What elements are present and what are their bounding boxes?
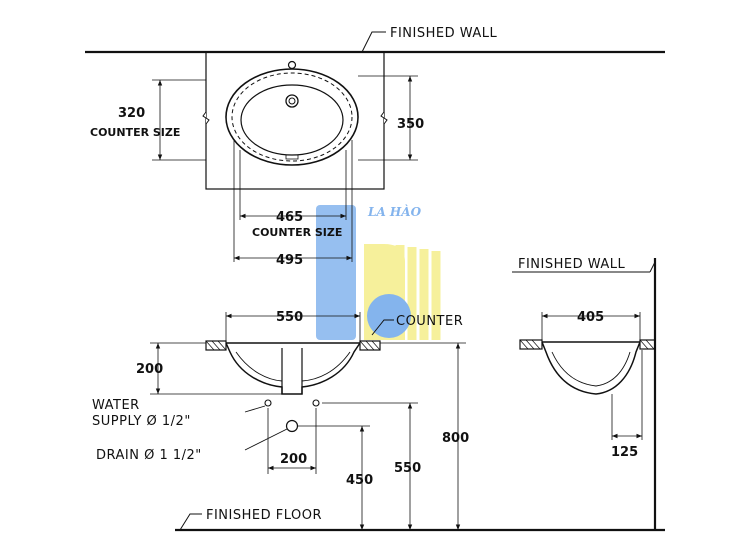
break-mark-right xyxy=(380,111,388,125)
dim-supply-height: 550 xyxy=(394,461,421,476)
break-mark-left xyxy=(202,111,210,125)
dim-supply-spacing: 200 xyxy=(280,452,307,467)
basin-profile xyxy=(225,342,361,395)
faucet-hole xyxy=(287,60,297,70)
drain-outlet xyxy=(285,419,299,433)
front-view xyxy=(150,312,665,532)
dim-top-width: 550 xyxy=(276,310,303,325)
dim-side-width: 405 xyxy=(577,310,604,325)
dim-bowl-height: 200 xyxy=(136,362,163,377)
drain-hole-inner xyxy=(288,97,296,105)
water-supply-label-2: SUPPLY Ø 1/2" xyxy=(92,414,191,429)
counter-size-label-1: COUNTER SIZE xyxy=(90,126,180,139)
dim-counter-depth: 320 xyxy=(118,106,145,121)
watermark-text: LA HÀO xyxy=(367,204,422,219)
drain-hole xyxy=(285,94,299,108)
dim-drain-height: 450 xyxy=(346,473,373,488)
side-view xyxy=(512,258,657,530)
counter-size-label-2: COUNTER SIZE xyxy=(252,226,342,239)
drain-label: DRAIN Ø 1 1/2" xyxy=(96,448,202,463)
finished-floor-label: FINISHED FLOOR xyxy=(206,508,322,523)
dim-outer-width: 495 xyxy=(276,253,303,268)
water-supply-right xyxy=(312,399,320,407)
water-supply-label-1: WATER xyxy=(92,398,140,413)
basin-outer-rim xyxy=(225,68,359,166)
watermark-logo: LA HÀO xyxy=(316,204,441,340)
finished-wall-label-top: FINISHED WALL xyxy=(390,26,498,41)
dim-counter-height: 800 xyxy=(442,431,469,446)
dim-side-offset: 125 xyxy=(611,445,638,460)
dim-basin-depth: 350 xyxy=(397,117,424,132)
finished-wall-label-side: FINISHED WALL xyxy=(518,257,626,272)
top-view xyxy=(85,31,665,262)
side-basin-profile xyxy=(541,341,641,395)
overflow-slot xyxy=(285,154,299,160)
basin-cutout-dashed xyxy=(231,72,353,162)
dim-inner-width: 465 xyxy=(276,210,303,225)
water-supply-left xyxy=(264,399,272,407)
counter-label: COUNTER xyxy=(396,314,463,329)
